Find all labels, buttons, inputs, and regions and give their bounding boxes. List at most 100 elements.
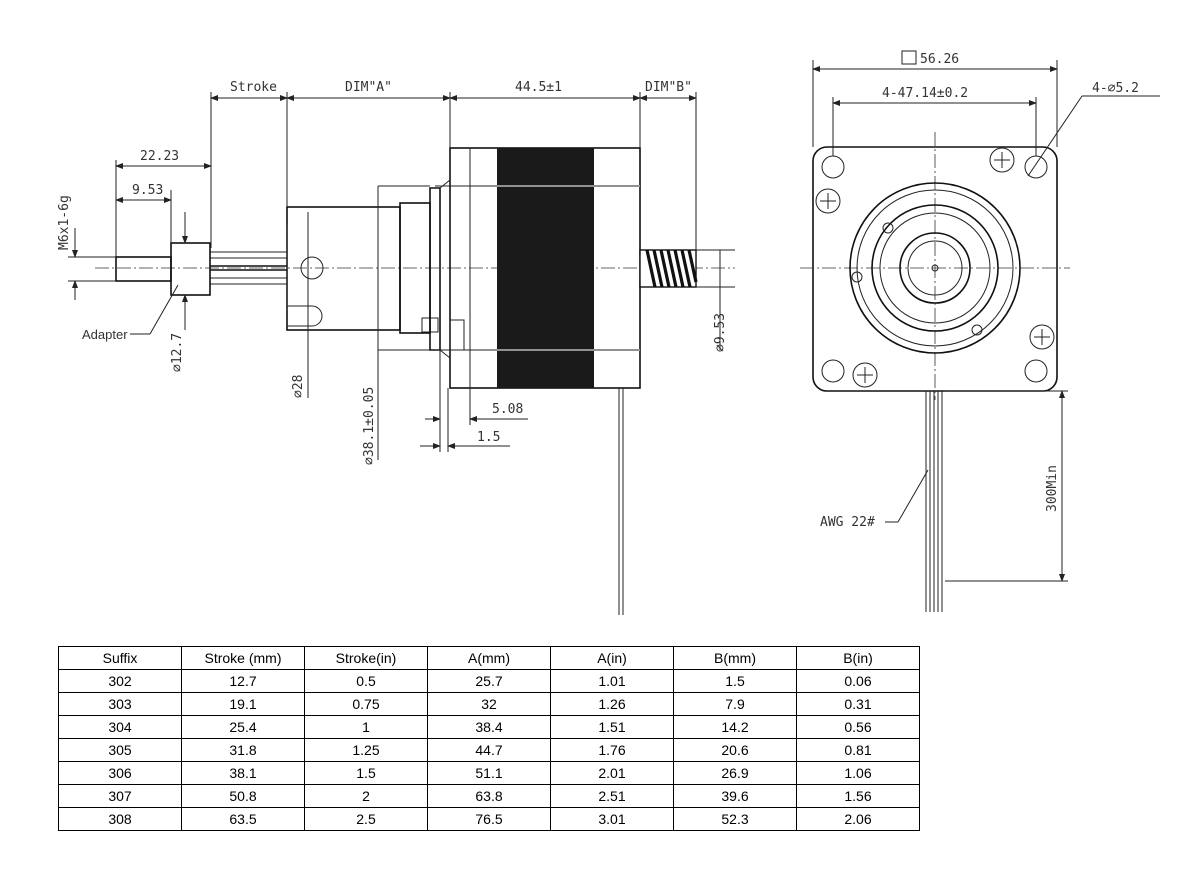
body-length-label: 44.5±1 (515, 80, 562, 95)
table-cell: 1.51 (550, 715, 674, 739)
stroke-dim-label: Stroke (230, 80, 277, 95)
table-cell: 0.81 (796, 738, 920, 762)
column-header: A(in) (550, 646, 674, 670)
mount-hole (1024, 359, 1048, 383)
rear-lead-screw (639, 249, 698, 288)
dia-28-label: ∅28 (291, 375, 306, 398)
shaft-end (899, 232, 971, 304)
table-cell: 63.5 (181, 807, 305, 831)
table-cell: 63.8 (427, 784, 551, 808)
table-cell: 303 (58, 692, 182, 716)
table-cell: 306 (58, 761, 182, 785)
dim-a-label: DIM"A" (345, 80, 392, 95)
table-cell: 1.5 (304, 761, 428, 785)
table-cell: 1.25 (304, 738, 428, 762)
nut-block (286, 206, 401, 331)
table-cell: 0.06 (796, 669, 920, 693)
adapter-tip (115, 256, 172, 282)
lead-wires (925, 391, 943, 612)
table-cell: 2.06 (796, 807, 920, 831)
table-cell: 3.01 (550, 807, 674, 831)
table-cell: 44.7 (427, 738, 551, 762)
mount-hole (821, 359, 845, 383)
table-cell: 31.8 (181, 738, 305, 762)
table-cell: 2 (304, 784, 428, 808)
table-cell: 307 (58, 784, 182, 808)
square-symbol (901, 50, 917, 65)
table-cell: 76.5 (427, 807, 551, 831)
table-cell: 38.1 (181, 761, 305, 785)
dim-b-label: DIM"B" (645, 80, 692, 95)
table-cell: 0.31 (796, 692, 920, 716)
square-dim-label: 56.26 (920, 52, 959, 67)
motor-fins (450, 148, 640, 388)
table-cell: 1.76 (550, 738, 674, 762)
screw-icon (852, 362, 878, 388)
adapter-label: Adapter (82, 327, 128, 342)
table-cell: 305 (58, 738, 182, 762)
pilot-outer (849, 182, 1021, 354)
screw-icon (989, 147, 1015, 173)
column-header: B(in) (796, 646, 920, 670)
table-cell: 2.01 (550, 761, 674, 785)
table-cell: 0.5 (304, 669, 428, 693)
table-cell: 0.56 (796, 715, 920, 739)
table-cell: 0.75 (304, 692, 428, 716)
table-cell: 1.5 (673, 669, 797, 693)
table-cell: 51.1 (427, 761, 551, 785)
dim-22-23-label: 22.23 (140, 149, 179, 164)
table-cell: 1.01 (550, 669, 674, 693)
table-cell: 14.2 (673, 715, 797, 739)
nut-hole (300, 256, 324, 280)
table-cell: 302 (58, 669, 182, 693)
dia-9-53-screw-label: ∅9.53 (713, 313, 728, 352)
table-cell: 308 (58, 807, 182, 831)
table-cell: 1.26 (550, 692, 674, 716)
column-header: Stroke (mm) (181, 646, 305, 670)
table-cell: 50.8 (181, 784, 305, 808)
table-cell: 2.51 (550, 784, 674, 808)
table-cell: 19.1 (181, 692, 305, 716)
table-cell: 52.3 (673, 807, 797, 831)
table-cell: 25.4 (181, 715, 305, 739)
dim-1-5-label: 1.5 (477, 430, 500, 445)
mount-hole (821, 155, 845, 179)
dim-5-08-label: 5.08 (492, 402, 523, 417)
table-cell: 26.9 (673, 761, 797, 785)
screw-icon (1029, 324, 1055, 350)
table-cell: 2.5 (304, 807, 428, 831)
column-header: Suffix (58, 646, 182, 670)
table-cell: 39.6 (673, 784, 797, 808)
table-cell: 25.7 (427, 669, 551, 693)
table-cell: 12.7 (181, 669, 305, 693)
thread-label: M6x1-6g (57, 195, 72, 250)
table-cell: 304 (58, 715, 182, 739)
table-cell: 1.06 (796, 761, 920, 785)
front-view: 56.26 4-47.14±0.2 4-∅5.2 300Min AWG 22# (800, 50, 1160, 612)
dim-9-53-label: 9.53 (132, 183, 163, 198)
column-header: B(mm) (673, 646, 797, 670)
motor-drawing: Stroke DIM"A" 44.5±1 DIM"B" 22.23 9.53 M… (57, 50, 1160, 615)
table-cell: 7.9 (673, 692, 797, 716)
table-cell: 20.6 (673, 738, 797, 762)
column-header: A(mm) (427, 646, 551, 670)
column-header: Stroke(in) (304, 646, 428, 670)
table-cell: 38.4 (427, 715, 551, 739)
hole-dia-label: 4-∅5.2 (1092, 81, 1139, 96)
table-cell: 1 (304, 715, 428, 739)
side-view: Stroke DIM"A" 44.5±1 DIM"B" 22.23 9.53 M… (57, 80, 735, 615)
table-cell: 32 (427, 692, 551, 716)
screw-icon (815, 188, 841, 214)
wire-gauge-label: AWG 22# (820, 515, 875, 530)
table-cell: 1.56 (796, 784, 920, 808)
